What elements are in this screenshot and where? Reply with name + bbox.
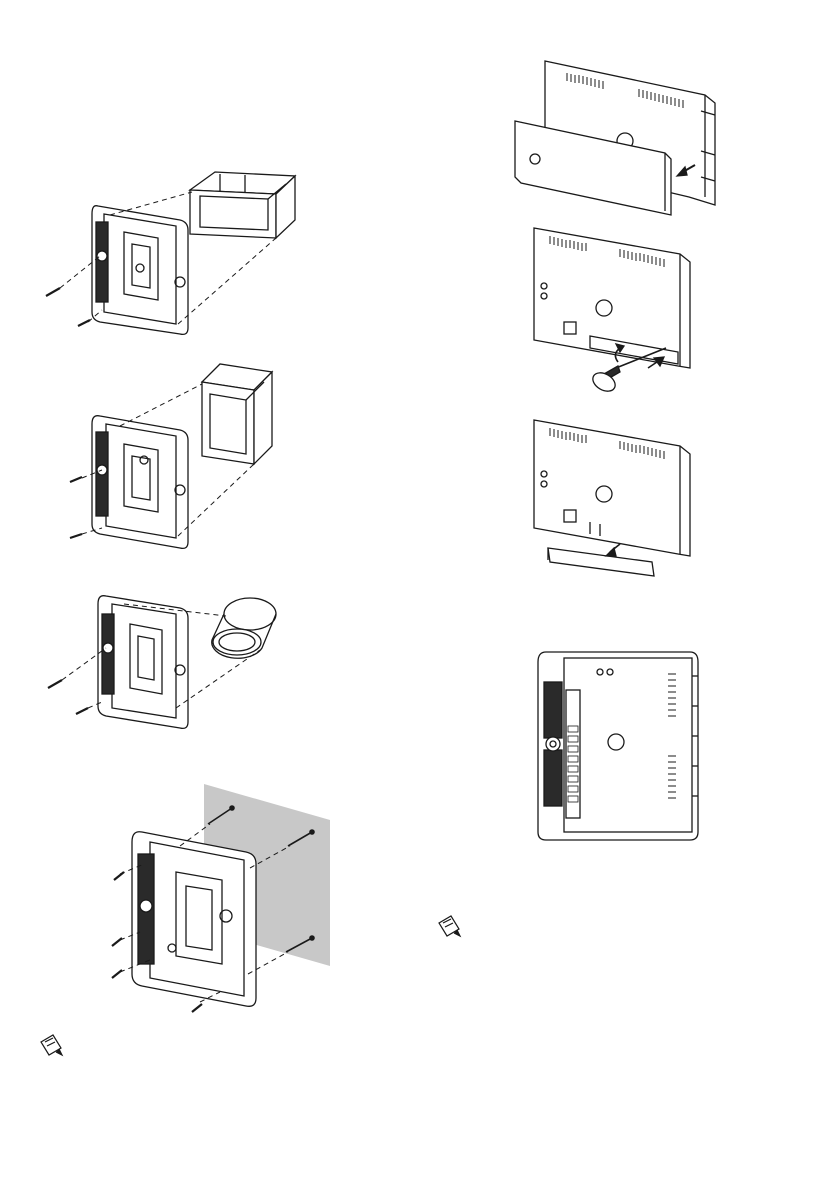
screw-icon — [46, 288, 90, 326]
rect-flush-box — [190, 172, 295, 238]
terminal-cover — [548, 548, 654, 576]
figure-plate-rect-box-vertical — [60, 360, 300, 560]
wall-plate — [98, 596, 188, 729]
unit-housing — [534, 228, 690, 368]
screw-icon — [70, 477, 82, 538]
unit-housing — [534, 420, 690, 556]
wall-plate — [132, 832, 256, 1007]
figure-terminal-cover-removed — [520, 410, 710, 580]
figure-plate-wall-plugs — [100, 780, 340, 1020]
unit-body-front — [564, 658, 692, 832]
figure-unit-on-wall-plate — [534, 646, 714, 846]
figure-plate-rect-box-horizontal — [40, 160, 310, 340]
round-flush-box — [212, 598, 276, 658]
screw-icon — [48, 680, 88, 714]
wall-plate — [92, 206, 188, 335]
figure-pry-terminal-cover — [520, 218, 710, 408]
rect-flush-box-vertical — [202, 364, 272, 464]
wall-plate — [92, 416, 188, 549]
notepad-pencil-icon — [436, 913, 462, 939]
arrow-icon — [606, 544, 620, 556]
figure-plate-round-box — [40, 590, 300, 740]
figure-remove-front-cover — [505, 55, 725, 215]
notepad-pencil-icon — [38, 1032, 64, 1058]
